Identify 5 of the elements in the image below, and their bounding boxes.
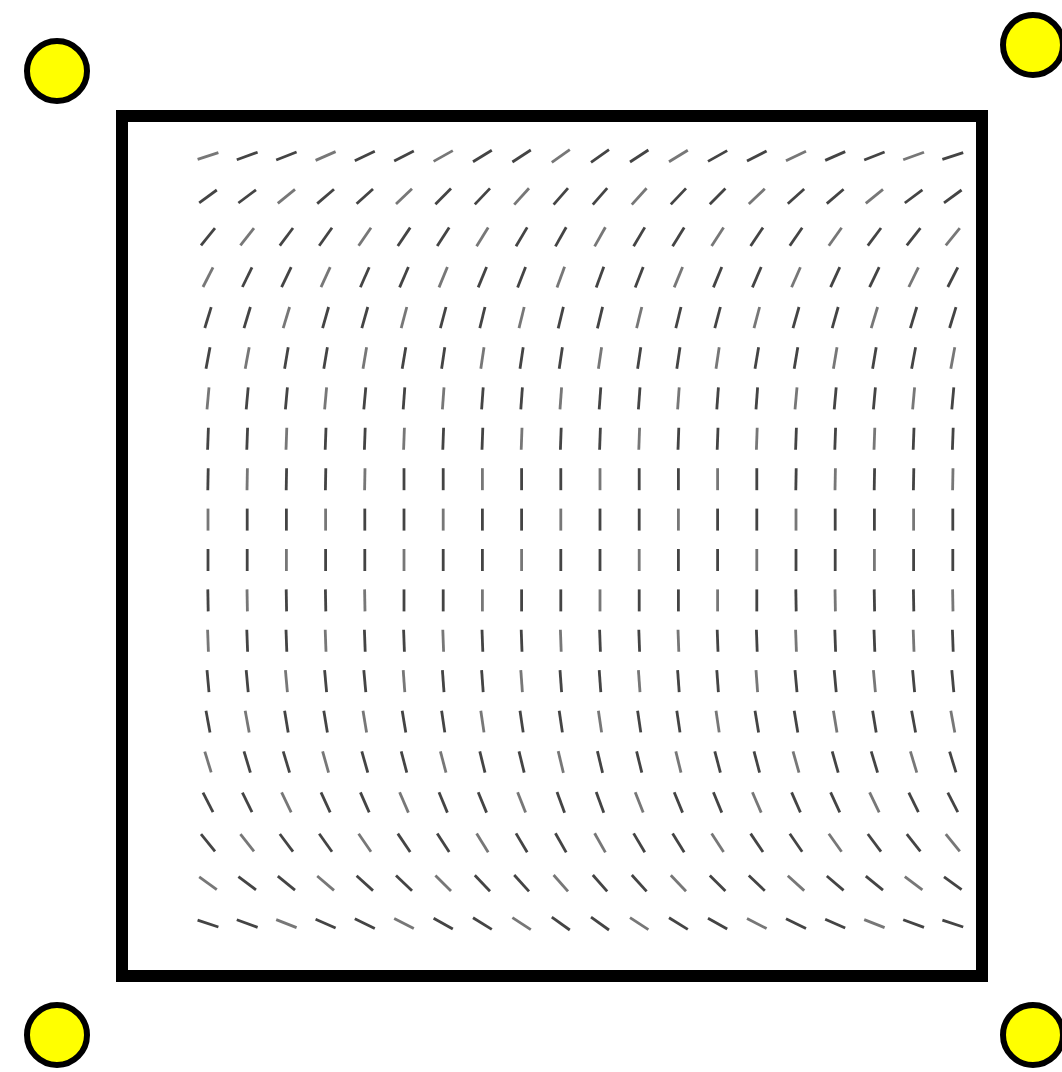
circle-marker [24,38,90,104]
circle-marker [24,1002,90,1068]
circle-marker [1000,1002,1062,1068]
circle-marker [1000,12,1062,78]
square-frame [116,110,988,982]
